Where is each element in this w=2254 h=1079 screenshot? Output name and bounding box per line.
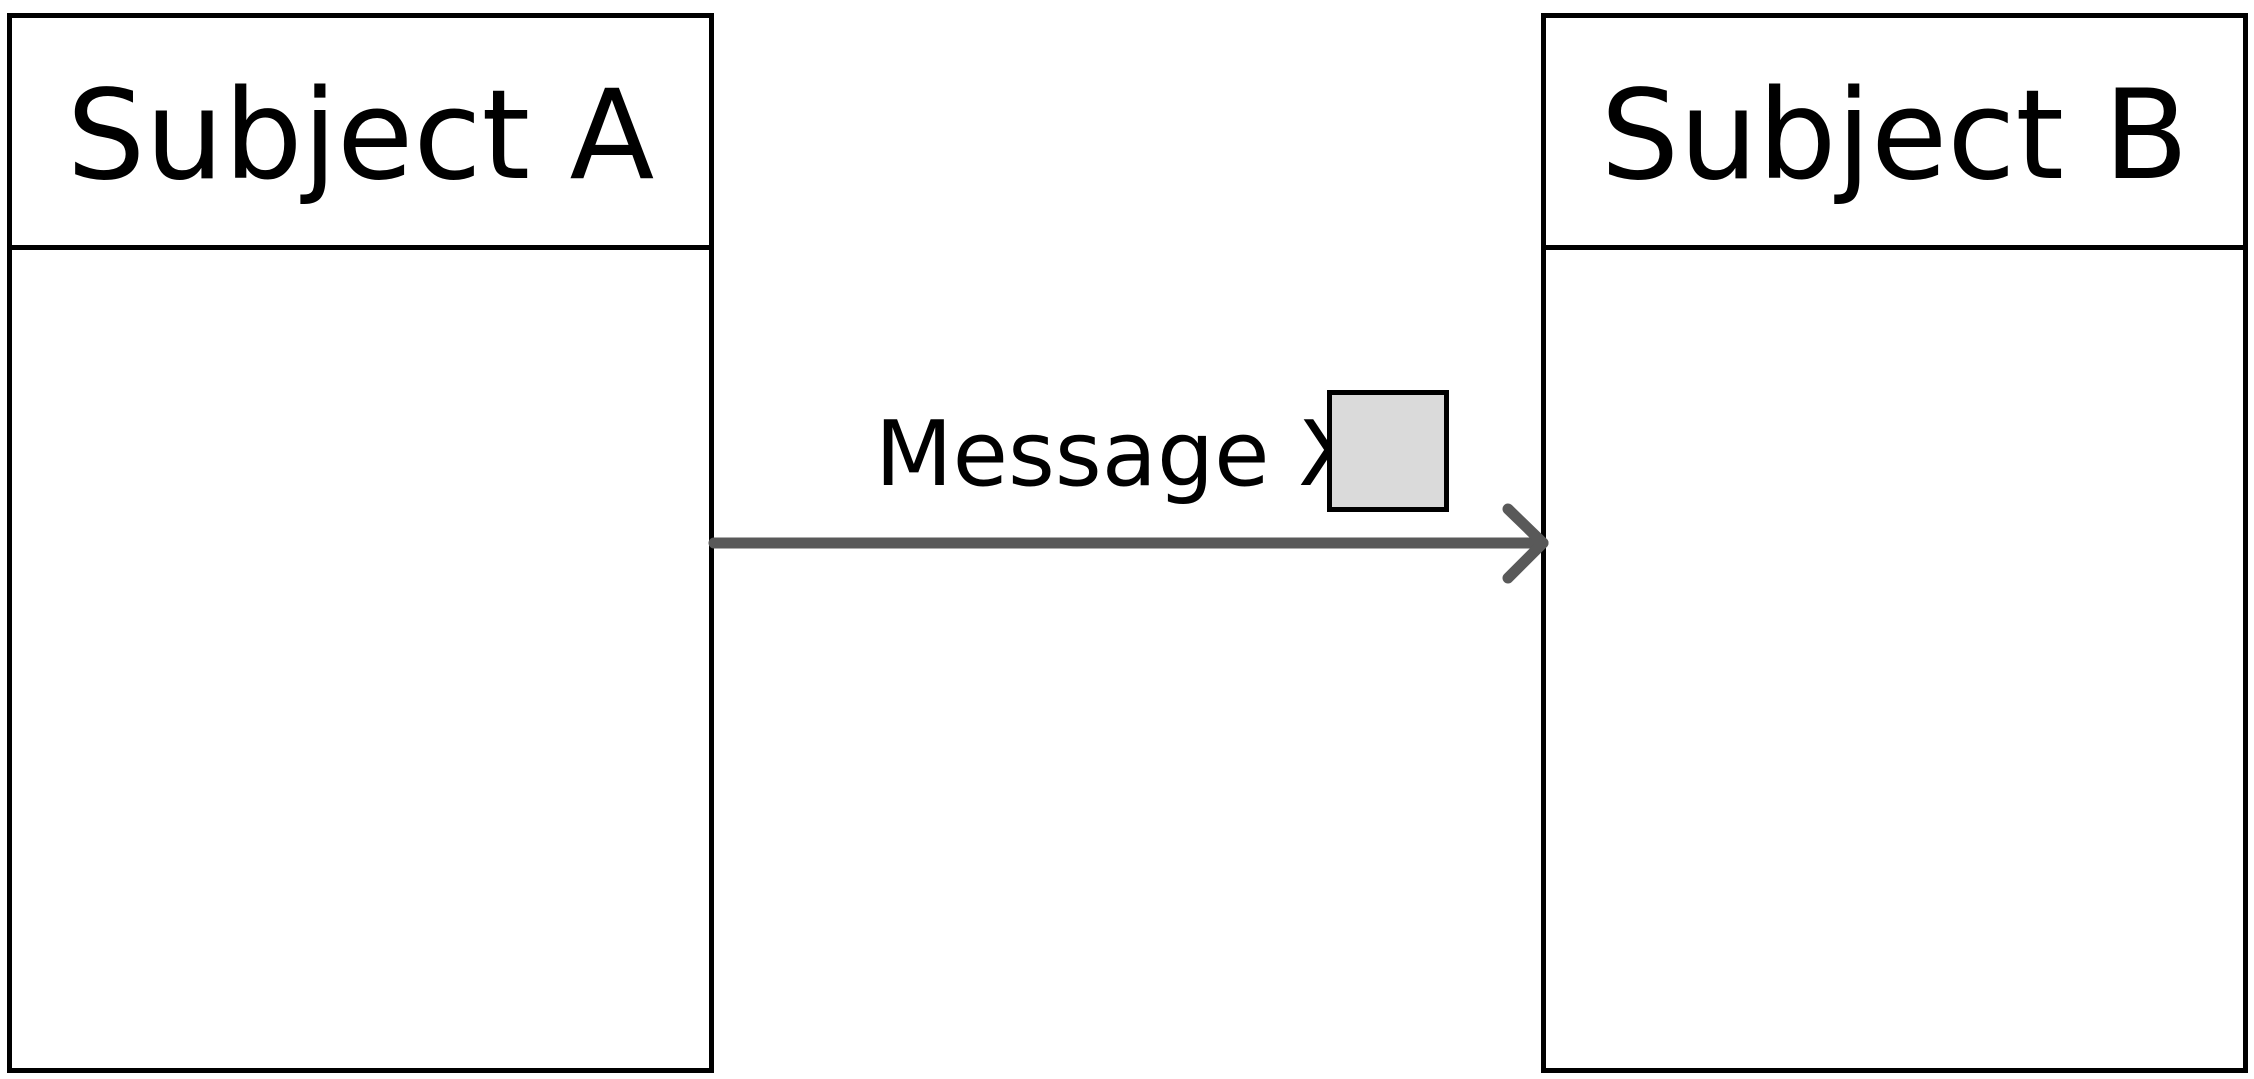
message-label: Message X — [875, 402, 1360, 507]
subject-a-title: Subject A — [12, 18, 709, 250]
subject-b-title: Subject B — [1546, 18, 2243, 250]
subject-b-body — [1546, 250, 2243, 1068]
subject-b-box: Subject B — [1541, 13, 2248, 1073]
subject-a-body — [12, 250, 709, 1068]
message-object-icon — [1327, 390, 1449, 512]
message-arrow-head — [1502, 503, 1549, 584]
subject-a-box: Subject A — [7, 13, 714, 1073]
